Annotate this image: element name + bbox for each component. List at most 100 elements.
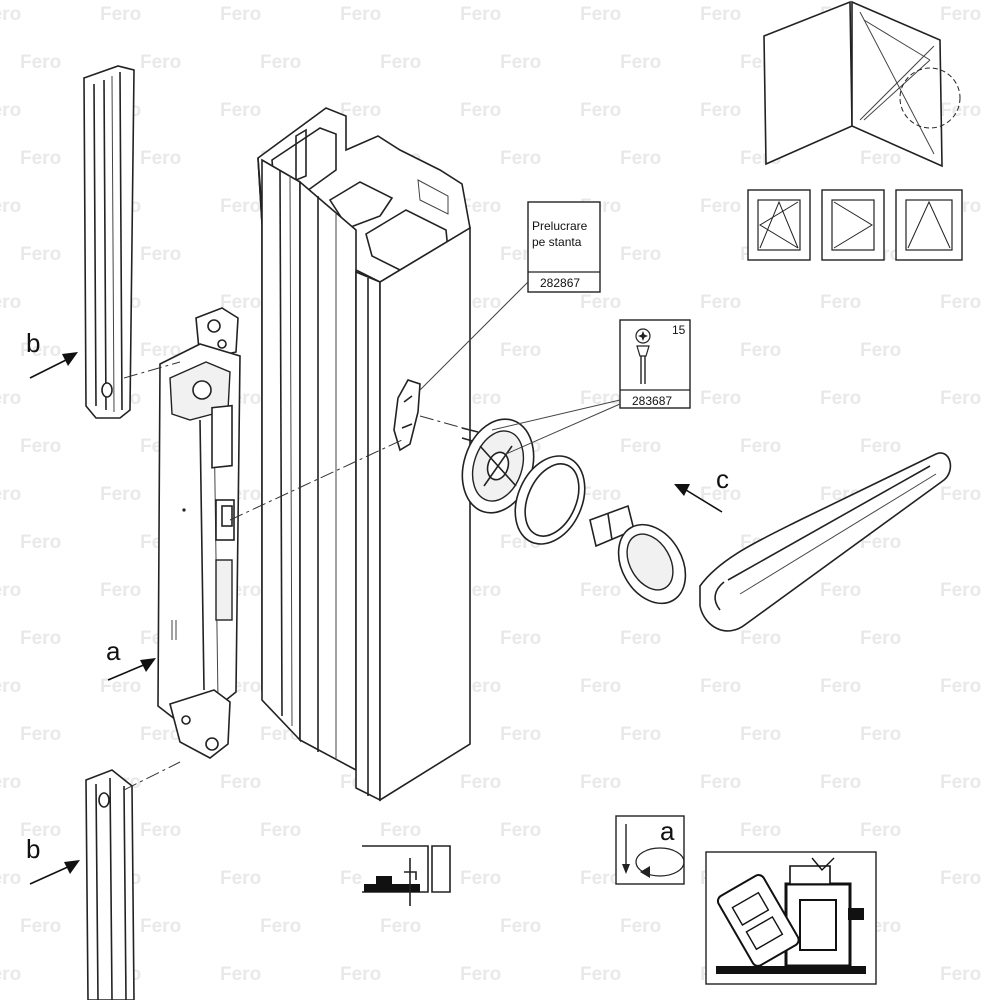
watermark-text: Fero bbox=[20, 916, 61, 937]
arrow-c-handle bbox=[674, 484, 723, 513]
watermark-text: Fero bbox=[580, 292, 621, 313]
watermark-text: Fero bbox=[820, 580, 861, 601]
window-profile bbox=[257, 107, 471, 802]
label-a-rotation: a bbox=[660, 816, 675, 846]
watermark-text: Fero bbox=[260, 916, 301, 937]
rotation-detail: a bbox=[615, 815, 685, 885]
watermark-text: Fero bbox=[940, 580, 981, 601]
watermark-text: Fero bbox=[460, 772, 501, 793]
assembly-guide-lines bbox=[123, 281, 621, 791]
watermark-text: Fero bbox=[940, 676, 981, 697]
watermark-text: Fero bbox=[860, 436, 901, 457]
watermark-text: Fero bbox=[220, 100, 261, 121]
label-a-main: a bbox=[106, 636, 121, 666]
watermark-text: Fero bbox=[580, 868, 621, 889]
watermark-text: Fero bbox=[220, 292, 261, 313]
watermark-text: Fero bbox=[20, 244, 61, 265]
watermark-text: Fero bbox=[380, 916, 421, 937]
watermark-text: Fero bbox=[740, 436, 781, 457]
watermark-text: Fero bbox=[380, 52, 421, 73]
watermark-text: Fero bbox=[700, 388, 741, 409]
label-b-bottom: b bbox=[26, 834, 40, 864]
profile-bar-bottom bbox=[85, 769, 135, 1001]
watermark-text: Fero bbox=[220, 964, 261, 985]
watermark-text: Fero bbox=[620, 628, 661, 649]
watermark-text: Fero bbox=[700, 292, 741, 313]
watermark-text: Fero bbox=[940, 484, 981, 505]
installed-section-detail bbox=[705, 851, 877, 985]
window-opening-scheme bbox=[763, 0, 961, 168]
watermark-text: Fero bbox=[740, 628, 781, 649]
watermark-text: Fero bbox=[460, 100, 501, 121]
watermark-text: Fero bbox=[380, 820, 421, 841]
watermark-text: Fero bbox=[860, 628, 901, 649]
watermark-text: Fero bbox=[140, 148, 181, 169]
watermark-text: Fero bbox=[700, 100, 741, 121]
watermark-text: Fero bbox=[100, 580, 141, 601]
watermark-text: Fero bbox=[220, 196, 261, 217]
watermark-text: Fero bbox=[620, 436, 661, 457]
arrow-b-bottom bbox=[29, 860, 80, 885]
watermark-text: Fero bbox=[500, 820, 541, 841]
watermark-text: Fero bbox=[20, 436, 61, 457]
watermark-text: Fero bbox=[580, 964, 621, 985]
watermark-text: Fero bbox=[620, 52, 661, 73]
watermark-text: Fero bbox=[140, 820, 181, 841]
watermark-text: Fero bbox=[740, 724, 781, 745]
watermark-text: Fero bbox=[20, 52, 61, 73]
arrow-b-top bbox=[29, 352, 78, 379]
watermark-text: Fero bbox=[0, 676, 21, 697]
watermark-text: Fero bbox=[700, 196, 741, 217]
watermark-text: Fero bbox=[580, 580, 621, 601]
watermark-text: Fero bbox=[860, 724, 901, 745]
watermark-text: Fero bbox=[740, 820, 781, 841]
window-type-icons bbox=[747, 189, 963, 261]
watermark-text: Fero bbox=[0, 868, 21, 889]
watermark-text: Fero bbox=[20, 820, 61, 841]
watermark-text: Fero bbox=[500, 628, 541, 649]
watermark-text: Fero bbox=[0, 772, 21, 793]
watermark-text: Fero bbox=[0, 196, 21, 217]
watermark-text: Fero bbox=[820, 772, 861, 793]
watermark-text: Fero bbox=[340, 964, 381, 985]
watermark-text: Fero bbox=[0, 388, 21, 409]
watermark-text: Fero bbox=[580, 772, 621, 793]
watermark-text: Fero bbox=[500, 724, 541, 745]
watermark-text: Fero bbox=[700, 676, 741, 697]
watermark-text: Fero bbox=[860, 340, 901, 361]
profile-detail-small bbox=[362, 842, 451, 906]
watermark-text: Fero bbox=[20, 628, 61, 649]
turn-tilt-window-icon bbox=[747, 189, 811, 261]
watermark-text: Fero bbox=[220, 868, 261, 889]
profile-bar-top bbox=[83, 65, 135, 419]
watermark-text: Fero bbox=[860, 532, 901, 553]
watermark-text: Fero bbox=[140, 340, 181, 361]
watermark-text: Fero bbox=[0, 4, 21, 25]
callout-drilling: Prelucrare pe stanta 282867 bbox=[527, 201, 601, 293]
watermark-text: Fero bbox=[460, 196, 501, 217]
watermark-text: Fero bbox=[340, 100, 381, 121]
watermark-text: Fero bbox=[0, 292, 21, 313]
watermark-text: Fero bbox=[20, 148, 61, 169]
watermark-text: Fero bbox=[20, 532, 61, 553]
watermark-text: Fero bbox=[940, 868, 981, 889]
callout-screw: 15 283687 bbox=[619, 319, 691, 409]
watermark-text: Fero bbox=[0, 964, 21, 985]
watermark-text: Fero bbox=[220, 4, 261, 25]
watermark-text: Fero bbox=[740, 340, 781, 361]
torx-screw-icon bbox=[635, 328, 651, 384]
watermark-text: Fero bbox=[140, 916, 181, 937]
watermark-text: Fero bbox=[820, 388, 861, 409]
watermark-text: Fero bbox=[140, 244, 181, 265]
watermark-text: Fero bbox=[700, 484, 741, 505]
watermark-text: Fero bbox=[260, 820, 301, 841]
watermark-text: Fero bbox=[580, 100, 621, 121]
watermark-text: Fero bbox=[0, 484, 21, 505]
watermark-text: Fero bbox=[860, 820, 901, 841]
callout-drilling-code: 282867 bbox=[540, 276, 580, 290]
watermark-text: Fero bbox=[620, 916, 661, 937]
watermark-text: Fero bbox=[500, 148, 541, 169]
watermark-text: Fero bbox=[0, 580, 21, 601]
watermark-text: Fero bbox=[260, 52, 301, 73]
